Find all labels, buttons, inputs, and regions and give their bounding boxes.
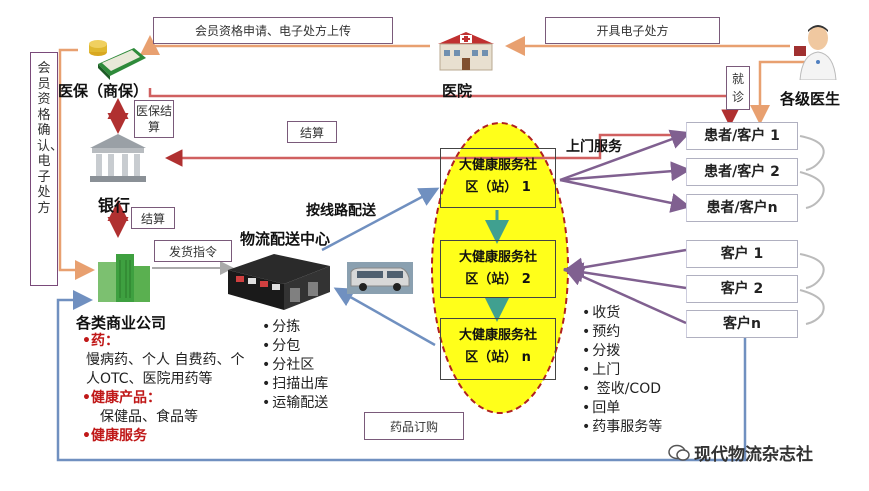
station-task: 分拨 (582, 342, 662, 361)
station-task-list: 收货 预约 分拨 上门 签收/COD 回单 药事服务等 (582, 304, 662, 437)
station-n: 大健康服务社 区（站） n (440, 318, 556, 380)
logistics-task: 分社区 (262, 356, 328, 375)
station-task: 签收/COD (582, 380, 662, 399)
logistics-center-label: 物流配送中心 (240, 230, 331, 248)
member-apply-label: 会员资格申请、电子处方上传 (153, 17, 393, 44)
customer-loop-2 (799, 289, 825, 325)
van-icon (347, 262, 413, 294)
door-service-label: 上门服务 (566, 139, 622, 155)
companies-label: 各类商业公司 (76, 314, 167, 332)
logistics-task: 运输配送 (262, 394, 328, 413)
station-task: 上门 (582, 361, 662, 380)
bank-label: 银行 (98, 196, 131, 215)
customer-n: 客户n (686, 310, 798, 338)
arrow-customer1-station2 (563, 248, 687, 278)
patient-1: 患者/客户 1 (686, 122, 798, 150)
drugs-title: •药： (82, 333, 119, 349)
patient-2: 患者/客户 2 (686, 158, 798, 186)
patient-loop-1 (799, 135, 825, 171)
logistics-task: 分包 (262, 337, 328, 356)
arrow-station1-patientn (559, 178, 691, 213)
wechat-icon (668, 444, 690, 462)
logistics-task-list: 分拣 分包 分社区 扫描出库 运输配送 (262, 318, 328, 413)
dispatch-order-label: 发货指令 (154, 240, 232, 262)
insurance-label: 医保（商保） (58, 82, 149, 100)
customer-2: 客户 2 (686, 275, 798, 303)
arrow-customern-station2 (563, 267, 687, 325)
logistics-task: 扫描出库 (262, 375, 328, 394)
arrow-station1-patient1 (559, 129, 691, 182)
arrow-insurance-to-patient-settlement (148, 88, 739, 127)
watermark: 现代物流杂志社 (668, 440, 813, 465)
station-n-line1: 大健康服务社 (458, 328, 537, 343)
station-n-line2: 区（站） n (465, 350, 531, 365)
warehouse-icon (224, 250, 334, 312)
watermark-text: 现代物流杂志社 (694, 445, 813, 465)
doctor-icon (792, 22, 840, 81)
company-products: •药： 慢病药、个人 自费药、个人OTC、医院用药等 •健康产品： 保健品、食品… (82, 332, 252, 446)
station-2-line2: 区（站） 2 (465, 272, 531, 287)
visit-label: 就诊 (726, 66, 750, 110)
arrow-doctor-to-patient (750, 60, 808, 125)
drugs-desc: 慢病药、个人 自费药、个人OTC、医院用药等 (86, 352, 245, 387)
arrow-customer2-station2 (563, 262, 687, 290)
arrow-patient-to-bank-settlement (165, 133, 685, 167)
member-confirm-side-label: 会员资格确认、电子处方 (30, 52, 63, 286)
arrow-insurance-to-companies (58, 48, 95, 280)
station-2: 大健康服务社 区（站） 2 (440, 240, 556, 298)
building-icon (96, 252, 152, 304)
settlement-top-label: 结算 (287, 121, 337, 143)
arrow-return-to-logistics (333, 287, 436, 347)
issue-prescription-label: 开具电子处方 (545, 17, 720, 44)
drug-order-label: 药品订购 (364, 412, 464, 440)
station-task: 预约 (582, 323, 662, 342)
logistics-task: 分拣 (262, 318, 328, 337)
customer-1: 客户 1 (686, 240, 798, 268)
insurance-settlement-label: 医保结算 (134, 100, 174, 138)
hospital-icon (434, 30, 498, 72)
arrow-station1-patient2 (559, 161, 691, 182)
doctors-label: 各级医生 (780, 90, 841, 108)
station-1-line1: 大健康服务社 (458, 158, 537, 173)
customer-loop-1 (799, 253, 825, 289)
health-products-title: •健康产品： (82, 390, 161, 406)
arrow-route-delivery (321, 187, 440, 252)
station-1: 大健康服务社 区（站） 1 (440, 148, 556, 208)
hospital-label: 医院 (442, 82, 473, 100)
arrow-hospital-to-insurance (140, 35, 430, 55)
arrow-drug-order (56, 290, 747, 462)
settlement-bank-label: 结算 (131, 207, 175, 229)
health-products-desc: 保健品、食品等 (100, 409, 198, 425)
health-service-title: •健康服务 (82, 428, 147, 444)
station-task: 回单 (582, 399, 662, 418)
station-1-line2: 区（站） 1 (465, 180, 531, 195)
bank-icon (86, 132, 150, 184)
route-delivery-label: 按线路配送 (306, 203, 376, 219)
coins-book-icon (84, 36, 146, 80)
patient-loop-2 (799, 171, 825, 209)
station-task: 收货 (582, 304, 662, 323)
patient-n: 患者/客户n (686, 194, 798, 222)
station-2-line1: 大健康服务社 (458, 250, 537, 265)
station-task: 药事服务等 (582, 418, 662, 437)
